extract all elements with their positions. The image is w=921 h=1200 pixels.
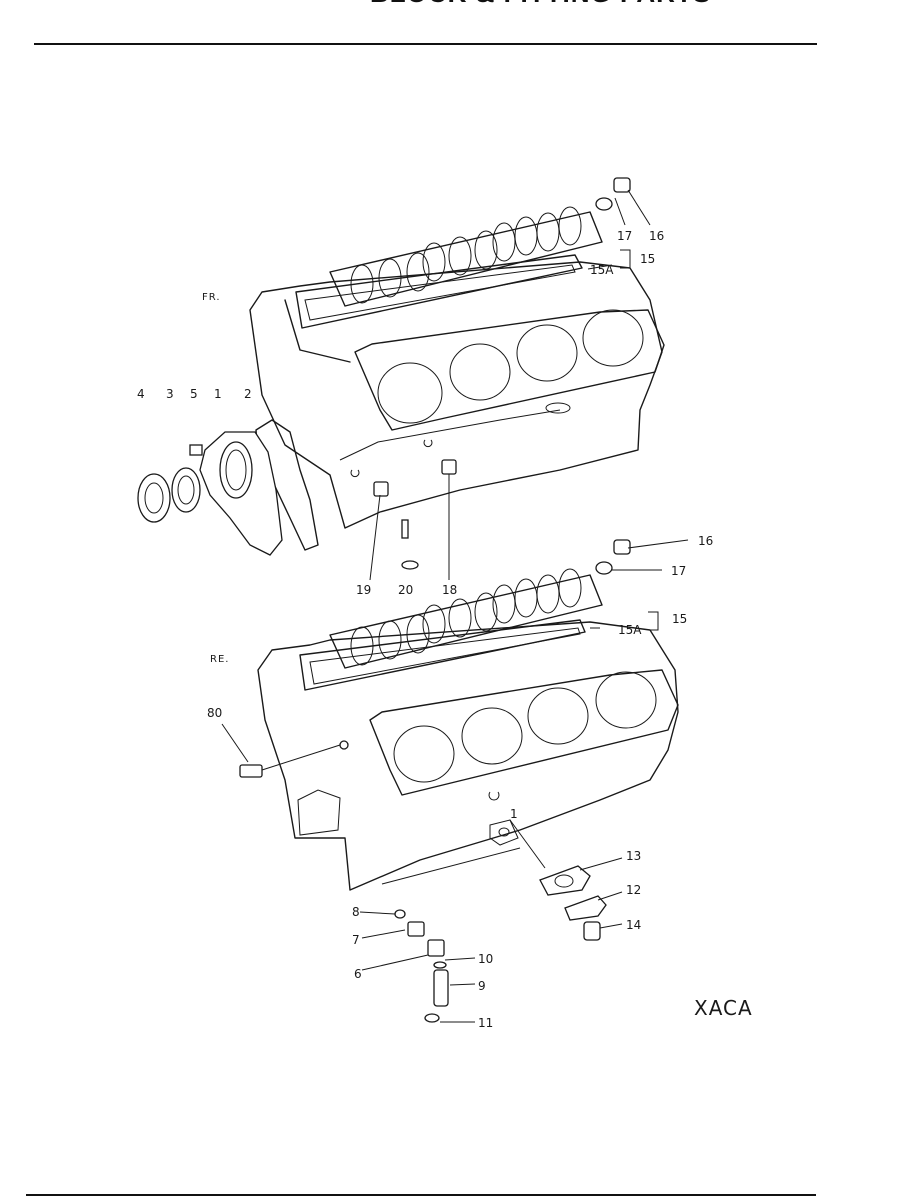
callout-front-2: 2 [244, 387, 252, 401]
rear-head-bolt [590, 539, 689, 631]
view-labels: FR. RE. [202, 292, 229, 665]
callout-rear-9: 9 [478, 979, 486, 993]
figure-code: XACA [694, 996, 753, 1020]
front-cylinder-block [249, 261, 665, 529]
callout-rear-11: 11 [478, 1016, 493, 1030]
rear-view-label: RE. [210, 654, 229, 665]
callout-rear-14: 14 [626, 918, 641, 932]
callout-front-15: 15 [640, 252, 655, 266]
callout-front-5: 5 [190, 387, 198, 401]
callout-rear-12: 12 [626, 883, 641, 897]
callout-front-16: 16 [649, 229, 664, 243]
front-head-bolt [587, 177, 651, 270]
callout-front-20: 20 [398, 583, 413, 597]
callout-rear-16: 16 [698, 534, 713, 548]
footer-divider [26, 1194, 816, 1196]
callout-rear-7: 7 [352, 933, 360, 947]
rear-drain-fittings [359, 819, 546, 1023]
callout-rear-17: 17 [671, 564, 686, 578]
rear-cylinder-block [257, 621, 679, 891]
callout-front-1: 1 [214, 387, 222, 401]
rear-callout-labels: 16 17 15 15A 80 1 13 12 14 8 7 6 10 9 11 [207, 534, 713, 1030]
callout-rear-80: 80 [207, 706, 222, 720]
front-callout-labels: 16 17 15 15A 4 3 5 1 2 19 20 18 [137, 229, 664, 597]
callout-rear-8: 8 [352, 905, 360, 919]
callout-front-19: 19 [356, 583, 371, 597]
rear-sensor-fitting-80 [221, 723, 349, 778]
callout-front-15a: 15A [590, 263, 614, 277]
header-divider [34, 43, 817, 45]
rear-cover-plates [539, 857, 623, 941]
callout-front-18: 18 [442, 583, 457, 597]
callout-rear-6: 6 [354, 967, 362, 981]
rear-head-gasket [299, 568, 603, 691]
front-plugs-and-pins [369, 459, 457, 581]
callout-front-17: 17 [617, 229, 632, 243]
front-view-label: FR. [202, 292, 221, 303]
callout-rear-13: 13 [626, 849, 641, 863]
callout-rear-15: 15 [672, 612, 687, 626]
callout-rear-1: 1 [510, 807, 518, 821]
front-head-gasket [295, 206, 603, 329]
front-cover-and-seals [137, 419, 319, 556]
callout-front-4: 4 [137, 387, 145, 401]
callout-rear-10: 10 [478, 952, 493, 966]
callout-rear-15a: 15A [618, 623, 642, 637]
page-title: BLOCK & FITTING PARTS [370, 0, 710, 8]
callout-front-3: 3 [166, 387, 174, 401]
